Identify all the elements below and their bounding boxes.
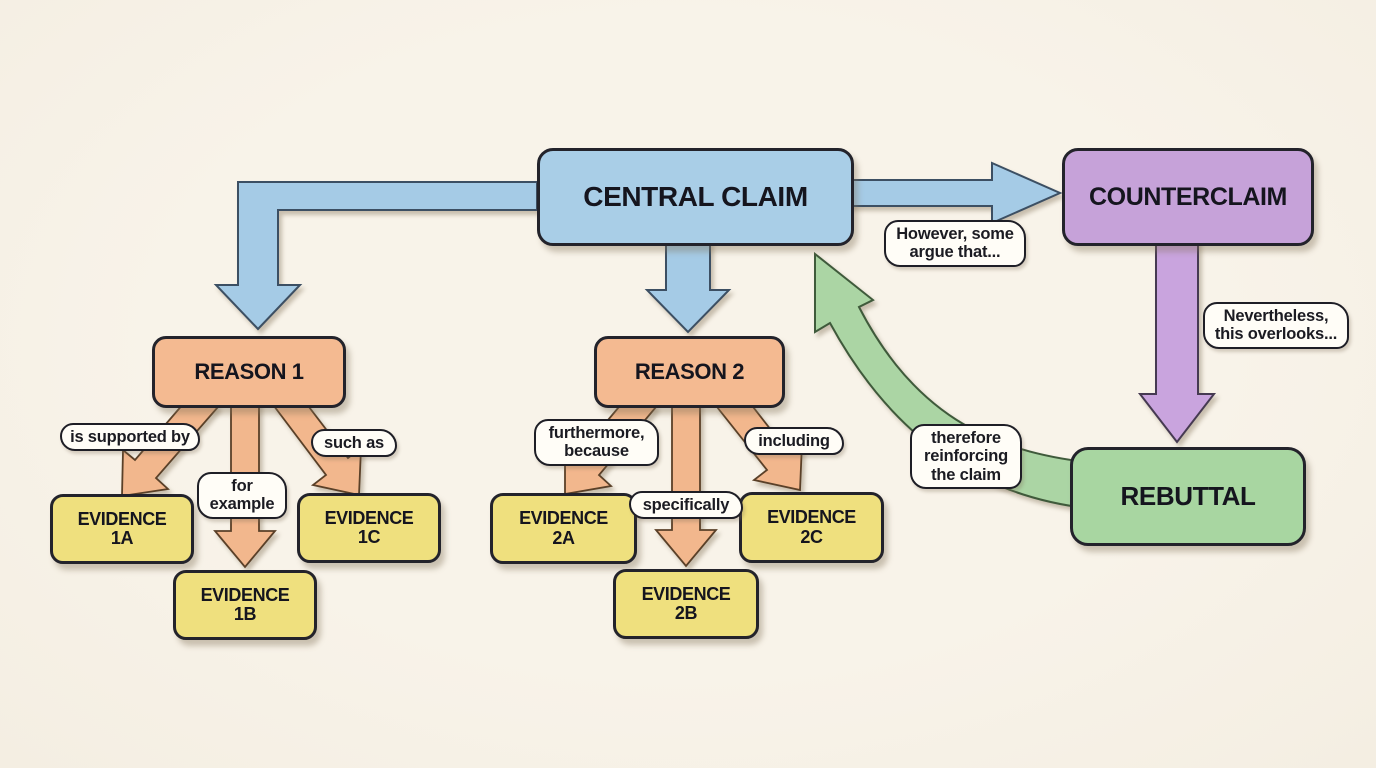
arrow-claim-to-reason2 bbox=[644, 239, 732, 334]
evidence-2c-label: EVIDENCE bbox=[767, 507, 856, 528]
arrow-claim-to-reason1 bbox=[213, 181, 538, 331]
evidence-1a-label: EVIDENCE bbox=[77, 508, 167, 529]
label-for-example: for example bbox=[197, 472, 287, 519]
evidence-2c-sublabel: 2C bbox=[800, 526, 823, 547]
central-claim-label: CENTRAL CLAIM bbox=[583, 181, 808, 212]
arrow-claim-to-counterclaim bbox=[847, 161, 1063, 225]
label-therefore: therefore reinforcing the claim bbox=[910, 424, 1022, 490]
counterclaim-node: COUNTERCLAIM bbox=[1062, 148, 1314, 246]
rebuttal-node: REBUTTAL bbox=[1070, 447, 1306, 546]
evidence-2b-node: EVIDENCE 2B bbox=[613, 569, 759, 639]
evidence-1c-node: EVIDENCE 1C bbox=[297, 493, 441, 563]
central-claim-node: CENTRAL CLAIM bbox=[537, 148, 854, 246]
reason2-node: REASON 2 bbox=[594, 336, 785, 408]
evidence-2a-node: EVIDENCE 2A bbox=[490, 493, 637, 564]
label-including: including bbox=[744, 427, 844, 456]
label-nevertheless: Nevertheless, this overlooks... bbox=[1203, 302, 1349, 349]
label-furthermore-because: furthermore, because bbox=[534, 419, 659, 466]
evidence-1b-label: EVIDENCE bbox=[200, 584, 290, 605]
reason2-label: REASON 2 bbox=[634, 359, 745, 384]
evidence-2c-node: EVIDENCE 2C bbox=[739, 492, 884, 563]
evidence-1b-sublabel: 1B bbox=[233, 604, 257, 624]
evidence-1c-label: EVIDENCE bbox=[324, 507, 414, 528]
evidence-2b-sublabel: 2B bbox=[674, 603, 698, 623]
evidence-2b-label: EVIDENCE bbox=[641, 583, 731, 604]
counterclaim-label: COUNTERCLAIM bbox=[1089, 182, 1287, 211]
evidence-1a-node: EVIDENCE 1A bbox=[50, 494, 194, 564]
label-is-supported-by: is supported by bbox=[60, 423, 200, 452]
rebuttal-label: REBUTTAL bbox=[1120, 481, 1256, 511]
reason1-label: REASON 1 bbox=[194, 359, 304, 384]
label-however: However, some argue that... bbox=[884, 220, 1026, 267]
reason1-node: REASON 1 bbox=[152, 336, 346, 408]
label-specifically: specifically bbox=[629, 491, 743, 520]
evidence-1b-node: EVIDENCE 1B bbox=[173, 570, 317, 640]
evidence-2a-sublabel: 2A bbox=[552, 527, 575, 548]
arrow-reason2-to-evidence2b bbox=[654, 399, 718, 568]
evidence-2a-label: EVIDENCE bbox=[519, 508, 608, 529]
label-such-as: such as bbox=[311, 429, 397, 458]
arrow-counterclaim-to-rebuttal bbox=[1137, 239, 1217, 444]
evidence-1c-sublabel: 1C bbox=[357, 527, 381, 547]
evidence-1a-sublabel: 1A bbox=[110, 528, 134, 548]
